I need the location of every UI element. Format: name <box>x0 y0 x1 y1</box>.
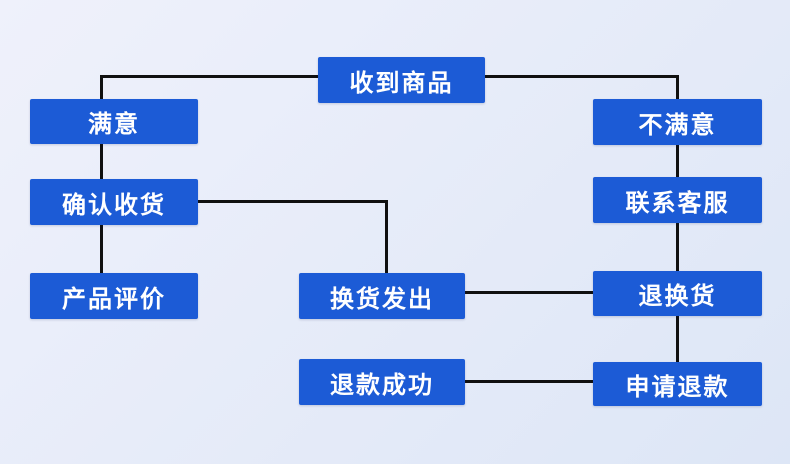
connector-received-to-satisfied-drop <box>100 75 103 99</box>
node-exchange-shipped: 换货发出 <box>299 273 465 319</box>
node-return-exchange: 退换货 <box>593 271 762 316</box>
node-received-goods: 收到商品 <box>318 57 485 103</box>
connector-satisfied-to-confirm <box>100 144 103 179</box>
connector-return-to-request-refund <box>676 316 679 362</box>
connector-received-to-unsatisfied <box>485 75 679 78</box>
connector-confirm-to-exchange-drop <box>385 200 388 273</box>
connector-exchange-to-return <box>465 291 593 294</box>
node-satisfied: 满意 <box>30 99 198 144</box>
node-confirm-receipt: 确认收货 <box>30 179 198 225</box>
connector-unsatisfied-to-contact <box>676 145 679 177</box>
connector-confirm-to-review <box>100 225 103 273</box>
connector-received-to-unsatisfied-drop <box>676 75 679 99</box>
node-unsatisfied: 不满意 <box>593 99 762 145</box>
connector-refund-success-to-request <box>465 380 593 383</box>
connector-confirm-to-exchange <box>198 200 388 203</box>
node-refund-success: 退款成功 <box>299 359 465 405</box>
node-product-review: 产品评价 <box>30 273 198 319</box>
node-contact-support: 联系客服 <box>593 177 762 223</box>
node-request-refund: 申请退款 <box>593 362 762 406</box>
connector-contact-to-return <box>676 223 679 271</box>
connector-received-to-satisfied <box>100 75 318 78</box>
